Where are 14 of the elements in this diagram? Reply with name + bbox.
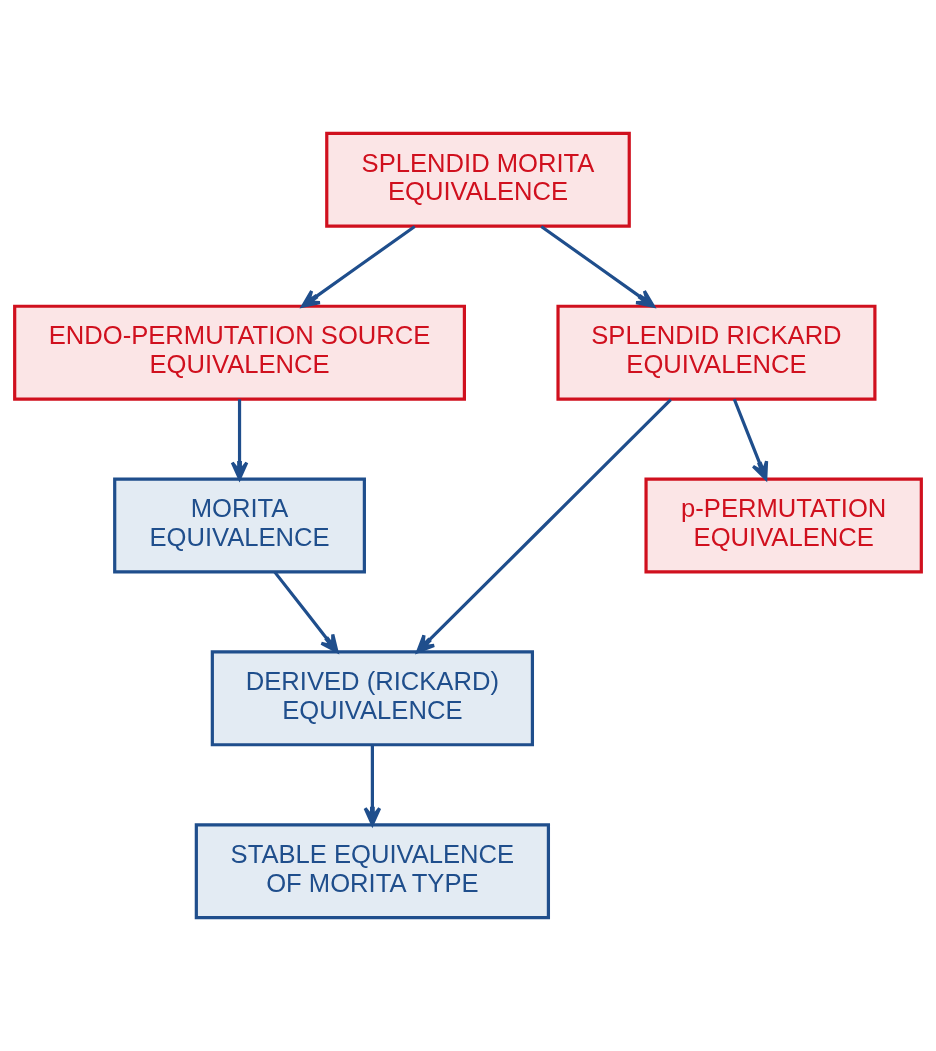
arrow — [732, 398, 769, 481]
node-box: DERIVED (RICKARD) EQUIVALENCE — [210, 650, 534, 747]
node-box: SPLENDID RICKARD EQUIVALENCE — [556, 304, 877, 401]
node-box: ENDO-PERMUTATION SOURCE EQUIVALENCE — [13, 304, 466, 401]
node-box: STABLE EQUIVALENCE OF MORITA TYPE — [194, 823, 550, 920]
node-box: SPLENDID MORITA EQUIVALENCE — [325, 131, 631, 228]
arrow — [416, 398, 672, 654]
arrow — [301, 225, 416, 308]
arrow — [540, 225, 655, 308]
arrow — [273, 571, 339, 654]
node-box: MORITA EQUIVALENCE — [113, 477, 366, 574]
arrow — [230, 399, 249, 481]
arrow — [363, 744, 382, 826]
node-box: p-PERMUTATION EQUIVALENCE — [644, 477, 923, 574]
